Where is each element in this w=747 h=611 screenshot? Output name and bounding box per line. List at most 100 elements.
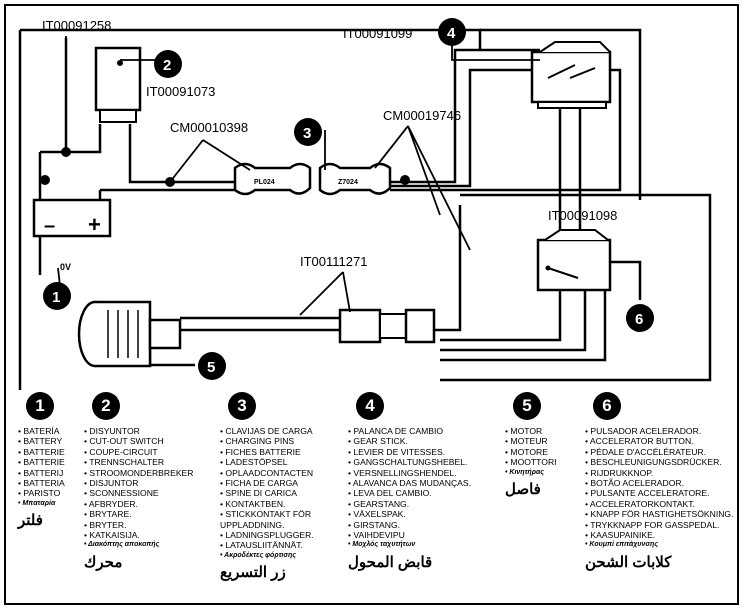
list-item: MOTOR bbox=[505, 426, 585, 436]
legend-items: MOTOR MOTEUR MOTORE MOOTTORI Κινητήρας bbox=[505, 426, 585, 478]
legend-badge: 6 bbox=[593, 392, 621, 420]
list-item: PARISTO bbox=[18, 488, 82, 498]
list-item: VERSNELLINGSHENDEL. bbox=[348, 468, 488, 478]
svg-text:4: 4 bbox=[447, 25, 456, 42]
list-item: KAASUPAINIKE. bbox=[585, 530, 735, 540]
list-item: BESCHLEUNIGUNGSDRÜCKER. bbox=[585, 457, 735, 467]
list-item: TRENNSCHALTER bbox=[84, 457, 214, 467]
legend-2: 2 DISYUNTOR CUT-OUT SWITCH COUPE-CIRCUIT… bbox=[84, 392, 214, 571]
list-item: LADNINGSPLUGGER. bbox=[220, 530, 345, 540]
list-item: VÄXELSPAK. bbox=[348, 509, 488, 519]
svg-text:2: 2 bbox=[163, 57, 171, 74]
legend-arabic: زر التسريع bbox=[220, 564, 286, 582]
callout-5: 5 bbox=[198, 352, 226, 380]
wire-breaker bbox=[128, 124, 240, 184]
list-item: GEARSTANG. bbox=[348, 499, 488, 509]
callout-4: 4 bbox=[438, 18, 466, 46]
list-item: FICHA DE CARGA bbox=[220, 478, 345, 488]
legend-badge: 2 bbox=[92, 392, 120, 420]
legend-5: 5 MOTOR MOTEUR MOTORE MOOTTORI Κινητήρας… bbox=[505, 392, 585, 498]
diagram-frame bbox=[4, 4, 739, 605]
code-breaker: IT00091073 bbox=[146, 84, 215, 99]
list-item: AFBRYDER. bbox=[84, 499, 214, 509]
legend-items: BATERÍA BATTERY BATTERIE BATTERIE BATTER… bbox=[18, 426, 82, 509]
svg-text:6: 6 bbox=[635, 311, 643, 328]
list-item: GANGSCHALTUNGSHEBEL. bbox=[348, 457, 488, 467]
list-item: ACCELERATORKONTAKT. bbox=[585, 499, 735, 509]
battery-0v: 0V bbox=[60, 262, 71, 272]
svg-text:5: 5 bbox=[207, 359, 215, 376]
list-item-greek: Κινητήρας bbox=[505, 468, 585, 478]
list-item: ACCELERATOR BUTTON. bbox=[585, 436, 735, 446]
wiring-diagram: – + 0V PL024 Z7024 bbox=[18, 18, 712, 390]
motor-plug bbox=[338, 308, 436, 344]
list-item: RIJDRUKKNOP. bbox=[585, 468, 735, 478]
list-item: PULSADOR ACELERADOR. bbox=[585, 426, 735, 436]
list-item-greek: Ακροδέκτες φόρτισης bbox=[220, 551, 345, 561]
legend-arabic: قابض المحول bbox=[348, 553, 433, 571]
list-item: STICKKONTAKT FÖR UPPLADDNING. bbox=[220, 509, 345, 530]
list-item: MOTORE bbox=[505, 447, 585, 457]
list-item: LATAUSLIITÄNNÄT. bbox=[220, 540, 345, 550]
list-item: TRYKKNAPP FOR GASSPEDAL. bbox=[585, 520, 735, 530]
list-item: OPLAADCONTACTEN bbox=[220, 468, 345, 478]
list-item: CHARGING PINS bbox=[220, 436, 345, 446]
list-item: BATERÍA bbox=[18, 426, 82, 436]
list-item: BATTERIE bbox=[18, 447, 82, 457]
list-item: SCONNESSIONE bbox=[84, 488, 214, 498]
list-item: BATTERIE bbox=[18, 457, 82, 467]
wire-gear-3 bbox=[390, 68, 622, 192]
legend-items: DISYUNTOR CUT-OUT SWITCH COUPE-CIRCUIT T… bbox=[84, 426, 214, 551]
list-item: KNAPP FÖR HASTIGHETSÖKNING. bbox=[585, 509, 735, 519]
list-item: VAIHDEVIPU bbox=[348, 530, 488, 540]
legend-3: 3 CLAVIJAS DE CARGA CHARGING PINS FICHES… bbox=[220, 392, 345, 581]
legend-4: 4 PALANCA DE CAMBIO GEAR STICK. LEVIER D… bbox=[348, 392, 488, 571]
connector-right-text: Z7024 bbox=[338, 179, 358, 186]
list-item: LADESTÖPSEL bbox=[220, 457, 345, 467]
list-item-greek: Μοχλός ταχυτήτων bbox=[348, 540, 488, 550]
list-item: BOTÃO ACELERADOR. bbox=[585, 478, 735, 488]
callout-2: 2 bbox=[154, 50, 182, 78]
accelerator-switch bbox=[536, 229, 612, 292]
code-relay: IT00091258 bbox=[42, 18, 111, 33]
list-item: FICHES BATTERIE bbox=[220, 447, 345, 457]
legend-arabic: كلابات الشحن bbox=[585, 553, 672, 571]
list-item: MOOTTORI bbox=[505, 457, 585, 467]
list-item: ALAVANCA DAS MUDANÇAS. bbox=[348, 478, 488, 488]
code-gear-connector: CM00019746 bbox=[383, 108, 461, 123]
list-item: KATKAISIJA. bbox=[84, 530, 214, 540]
svg-text:3: 3 bbox=[303, 125, 311, 142]
list-item: DISYUNTOR bbox=[84, 426, 214, 436]
list-item: BATTERY bbox=[18, 436, 82, 446]
wire-relay-battery bbox=[40, 38, 102, 154]
legend-items: PULSADOR ACELERADOR. ACCELERATOR BUTTON.… bbox=[585, 426, 735, 551]
list-item: BRYTARE. bbox=[84, 509, 214, 519]
legend-1: 1 BATERÍA BATTERY BATTERIE BATTERIE BATT… bbox=[18, 392, 82, 529]
breaker-relay bbox=[94, 46, 142, 123]
charging-connector: PL024 Z7024 bbox=[233, 162, 392, 196]
callout-6: 6 bbox=[626, 304, 654, 332]
wire-outer-right bbox=[440, 193, 712, 382]
battery: – + 0V bbox=[32, 198, 112, 272]
list-item: GIRSTANG. bbox=[348, 520, 488, 530]
code-gear-switch: IT00091099 bbox=[343, 26, 412, 41]
list-item: BATTERIA bbox=[18, 478, 82, 488]
callout-1: 1 bbox=[43, 282, 71, 310]
battery-plus: + bbox=[88, 212, 101, 237]
list-item: BATTERIJ bbox=[18, 468, 82, 478]
legend-arabic: فاصل bbox=[505, 481, 541, 499]
list-item: MOTEUR bbox=[505, 436, 585, 446]
list-item: DISJUNTOR bbox=[84, 478, 214, 488]
battery-minus: – bbox=[44, 215, 55, 237]
list-item: PULSANTE ACCELERATORE. bbox=[585, 488, 735, 498]
wire-gear-1 bbox=[390, 48, 540, 184]
list-item: PALANCA DE CAMBIO bbox=[348, 426, 488, 436]
legend-items: PALANCA DE CAMBIO GEAR STICK. LEVIER DE … bbox=[348, 426, 488, 551]
list-item: CLAVIJAS DE CARGA bbox=[220, 426, 345, 436]
wire-gear-2 bbox=[390, 68, 540, 188]
list-item: PÉDALE D'ACCÉLÉRATEUR. bbox=[585, 447, 735, 457]
connector-left-text: PL024 bbox=[254, 179, 275, 186]
callout-3: 3 bbox=[294, 118, 322, 146]
list-item-greek: Μπαταρία bbox=[18, 499, 82, 509]
list-item: SPINE DI CARICA bbox=[220, 488, 345, 498]
